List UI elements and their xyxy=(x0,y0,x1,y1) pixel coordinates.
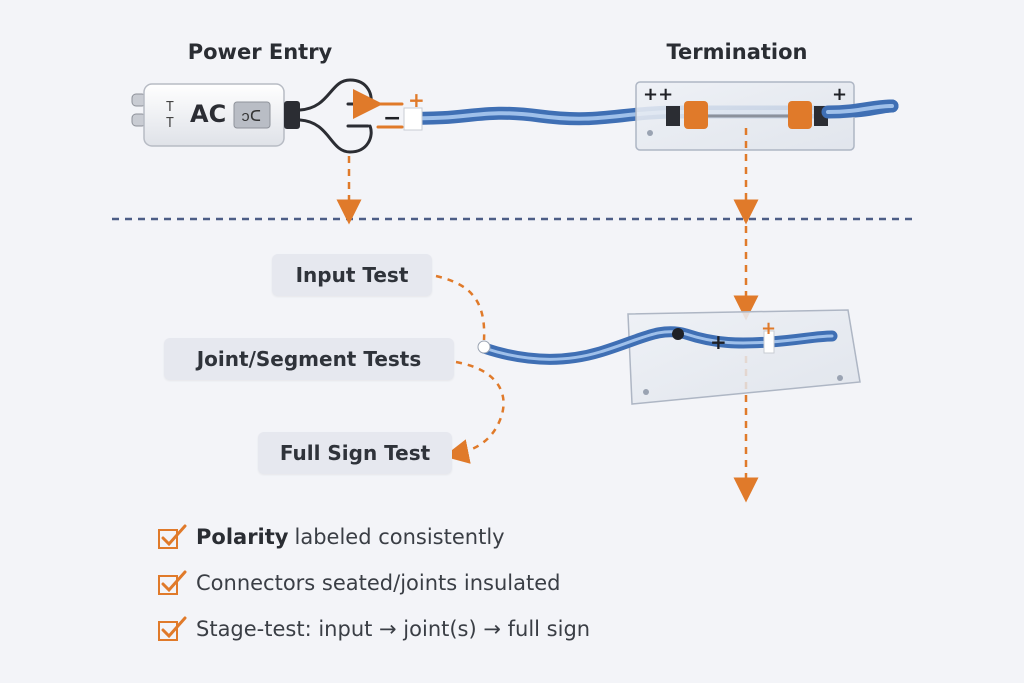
plus-symbol: + xyxy=(832,84,848,105)
input-test-label: Input Test xyxy=(272,254,432,296)
check-icon xyxy=(158,616,187,641)
svg-text:ᴐᑕ: ᴐᑕ xyxy=(241,107,261,125)
minus-symbol: − xyxy=(383,106,402,131)
termination-plate xyxy=(635,81,899,151)
double-plus-symbol: ++ xyxy=(643,84,674,105)
plus-symbol: + xyxy=(408,88,425,112)
sign-plate xyxy=(627,309,861,405)
input-test-connector xyxy=(435,274,486,341)
power-entry-heading: Power Entry xyxy=(187,40,333,64)
plus-symbol: + xyxy=(710,330,727,354)
full-sign-test-label: Full Sign Test xyxy=(258,432,452,474)
checklist-item-text: Connectors seated/joints insulated xyxy=(196,571,561,595)
ac-power-device: T T ᴐᑕ xyxy=(131,83,300,147)
power-leads xyxy=(298,78,404,154)
checklist-item-text: labeled consistently xyxy=(294,525,505,549)
checklist: Polarity labeled consistently Connectors… xyxy=(158,514,590,652)
checklist-item: Polarity labeled consistently xyxy=(158,514,590,560)
check-icon xyxy=(158,524,187,549)
plus-symbol: + xyxy=(761,318,777,339)
checklist-item-text: Stage-test: input → joint(s) → full sign xyxy=(196,617,591,641)
checklist-item: Stage-test: input → joint(s) → full sign xyxy=(158,606,590,652)
ac-label: AC xyxy=(190,100,227,128)
termination-heading: Termination xyxy=(666,40,808,64)
checklist-item: Connectors seated/joints insulated xyxy=(158,560,590,606)
segment-to-full-connector xyxy=(443,360,505,464)
check-icon xyxy=(158,570,187,595)
joint-segment-tests-label: Joint/Segment Tests xyxy=(164,338,454,380)
connector-icon xyxy=(684,101,708,129)
checklist-item-bold: Polarity xyxy=(196,525,289,549)
connector-icon xyxy=(788,101,812,129)
svg-text:T: T xyxy=(166,116,174,131)
svg-text:T: T xyxy=(166,100,174,115)
sign-cable xyxy=(477,326,838,365)
